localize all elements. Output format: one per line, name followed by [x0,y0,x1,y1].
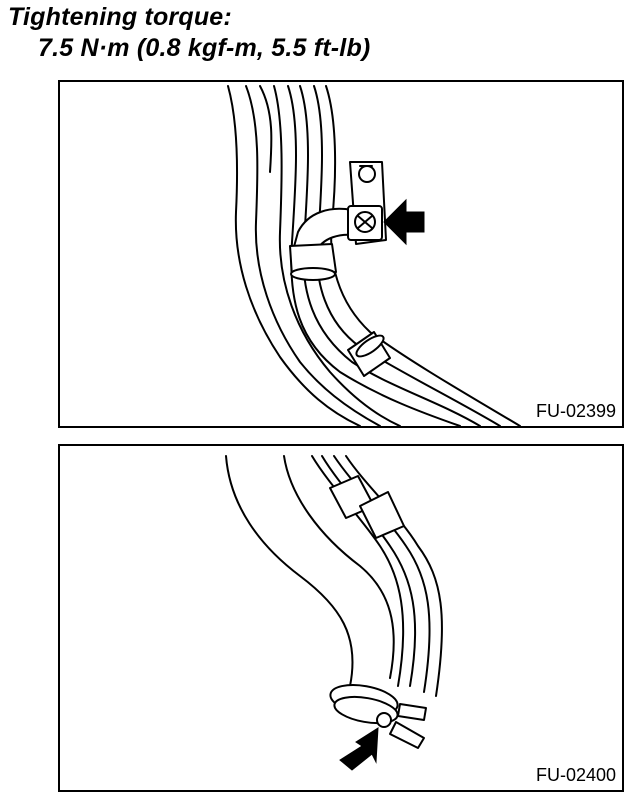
torque-heading: Tightening torque: 7.5 N·m (0.8 kgf-m, 5… [8,2,370,64]
figure-code: FU-02400 [535,765,616,785]
sleeve-end [290,267,336,281]
contour-line-2 [245,85,381,426]
torque-value: 7.5 N·m (0.8 kgf-m, 5.5 ft-lb) [38,34,371,62]
hose-outer-line [225,455,354,687]
sleeve-lower-end [355,334,385,358]
hose-inner-line [283,455,395,679]
figure-hose-clamp: FU-02400 [58,444,624,792]
arrow-to-bolt [383,198,425,246]
figure-clamp-bracket: FU-02399 [58,80,624,428]
hose-clamp-drawing [225,455,443,771]
pipe-line-2 [299,85,481,426]
pipe-stub-1 [397,703,427,721]
pipe-line-3 [313,85,501,426]
pipe-line-1 [287,85,461,426]
pipe-stub-2 [389,721,425,749]
pipe-clamp-lower [359,491,405,539]
contour-line-1 [227,85,361,426]
torque-label: Tightening torque: [8,3,232,31]
hose-clamp-bolt [376,712,392,728]
arrow-to-clamp-bolt [339,727,379,771]
bolt-cross [357,215,373,229]
pipe-line-4 [345,455,443,697]
bracket-hook [358,165,376,183]
contour-line-4 [273,85,401,426]
figure-code: FU-02399 [535,401,616,421]
pipe-bracket-drawing [227,85,521,426]
contour-line-3 [259,85,273,173]
pipe-line-4 [325,85,521,426]
